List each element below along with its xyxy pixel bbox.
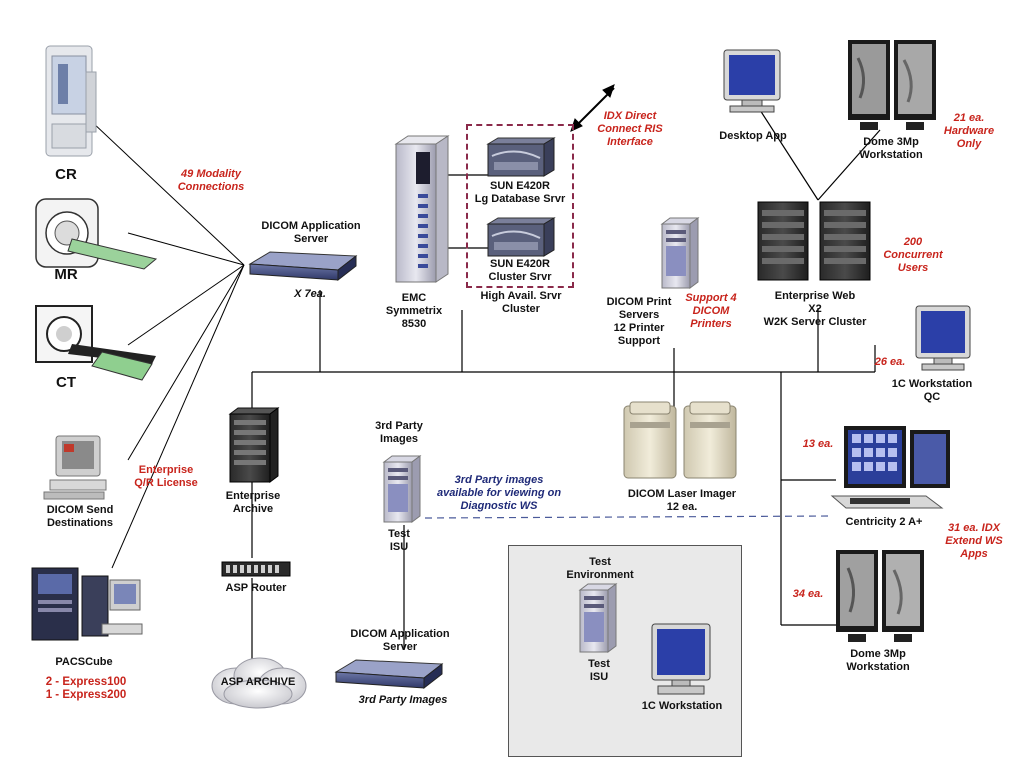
test-env-isu-tower-icon (578, 583, 618, 653)
test-env-1c-workstation-icon (651, 623, 711, 695)
dome-3mp-workstation-bottom-icon (836, 550, 924, 642)
1c-workstation-qc-monitor-icon (915, 305, 971, 371)
idx-ris-interface-note: IDX Direct Connect RIS Interface (597, 110, 663, 148)
enterprise-web-server-cluster-icon (757, 201, 871, 281)
dome-3mp-workstation-top-icon (848, 40, 936, 130)
dicom-send-workstation-icon (43, 435, 107, 500)
pacscube-label: PACSCube (55, 656, 113, 668)
asp-router-label: ASP Router (225, 582, 287, 594)
centricity-workstation-icon (830, 426, 950, 509)
asp-router-icon (221, 561, 291, 577)
dicom-send-label: DICOM Send Destinations (46, 504, 114, 529)
backbone-lines (251, 109, 881, 660)
desktop-app-monitor-icon (723, 49, 781, 113)
emc-label: EMC Symmetrix 8530 (385, 292, 443, 330)
enterprise-qr-license-note: Enterprise Q/R License (134, 464, 198, 489)
qty-26-note: 26 ea. (874, 356, 906, 368)
third-party-dashed-line (424, 515, 833, 519)
enterprise-archive-label: Enterprise Archive (225, 490, 281, 515)
dicom-laser-imager-label: DICOM Laser Imager 12 ea. (627, 488, 737, 513)
desktop-app-label: Desktop App (719, 130, 787, 142)
ct-label: CT (56, 374, 76, 391)
ct-scanner-icon (35, 305, 156, 381)
third-party-images-label: 3rd Party Images (375, 420, 423, 445)
dicom-print-servers-label: DICOM Print Servers 12 Printer Support (606, 296, 672, 347)
dicom-app-server-label: DICOM Application Server (261, 220, 361, 245)
third-party-images-bottom-label: 3rd Party Images (358, 694, 448, 706)
dicom-application-server-icon (248, 251, 358, 282)
test-isu-label: Test ISU (388, 528, 410, 553)
pacscube-icon (31, 567, 143, 641)
asp-archive-label: ASP ARCHIVE (220, 676, 296, 688)
mr-label: MR (54, 266, 78, 283)
modality-fan-lines (73, 104, 245, 569)
qty-34-note: 34 ea. (792, 588, 824, 600)
third-party-viewing-note: 3rd Party images available for viewing o… (436, 474, 562, 512)
enterprise-archive-icon (228, 407, 280, 483)
dicom-print-server-icon (660, 217, 700, 289)
mr-scanner-icon (35, 198, 158, 270)
support-printers-note: Support 4 DICOM Printers (685, 292, 737, 330)
sun-cluster-label: SUN E420R Cluster Srvr (488, 258, 552, 283)
modality-connections-note: 49 Modality Connections (177, 168, 245, 193)
enterprise-web-label: Enterprise Web X2 W2K Server Cluster (763, 290, 867, 328)
sun-e420r-database-server-icon (486, 137, 556, 177)
test-env-1c-workstation-label: 1C Workstation (641, 700, 723, 712)
dicom-application-server-bottom-icon (334, 659, 444, 690)
sun-e420r-cluster-server-icon (486, 217, 556, 257)
high-availability-cluster-box (466, 124, 574, 288)
asp-archive-cloud-icon (211, 657, 307, 709)
dicom-laser-imager-icon (623, 401, 737, 479)
sun-database-label: SUN E420R Lg Database Srvr (474, 180, 566, 205)
1c-workstation-qc-label: 1C Workstation QC (891, 378, 973, 403)
test-env-isu-label: Test ISU (588, 658, 610, 683)
test-environment-label: Test Environment (566, 556, 634, 581)
centricity-label: Centricity 2 A+ (845, 516, 923, 528)
dome-top-label: Dome 3Mp Workstation (859, 136, 923, 161)
dicom-app-server-bottom-label: DICOM Application Server (350, 628, 450, 653)
cr-label: CR (55, 166, 77, 183)
concurrent-users-note: 200 Concurrent Users (883, 236, 943, 274)
test-isu-tower-icon (382, 455, 422, 523)
qty-13-note: 13 ea. (802, 438, 834, 450)
emc-symmetrix-icon (394, 135, 450, 283)
idx-extend-ws-note: 31 ea. IDX Extend WS Apps (945, 522, 1003, 560)
dome-bottom-label: Dome 3Mp Workstation (846, 648, 910, 673)
hardware-only-note: 21 ea. Hardware Only (943, 112, 995, 150)
cr-machine-icon (45, 45, 97, 157)
dicom-app-server-qty: X 7ea. (294, 288, 326, 300)
high-availability-label: High Avail. Srvr Cluster (480, 290, 562, 315)
pacscube-models-label: 2 - Express100 1 - Express200 (45, 676, 127, 701)
